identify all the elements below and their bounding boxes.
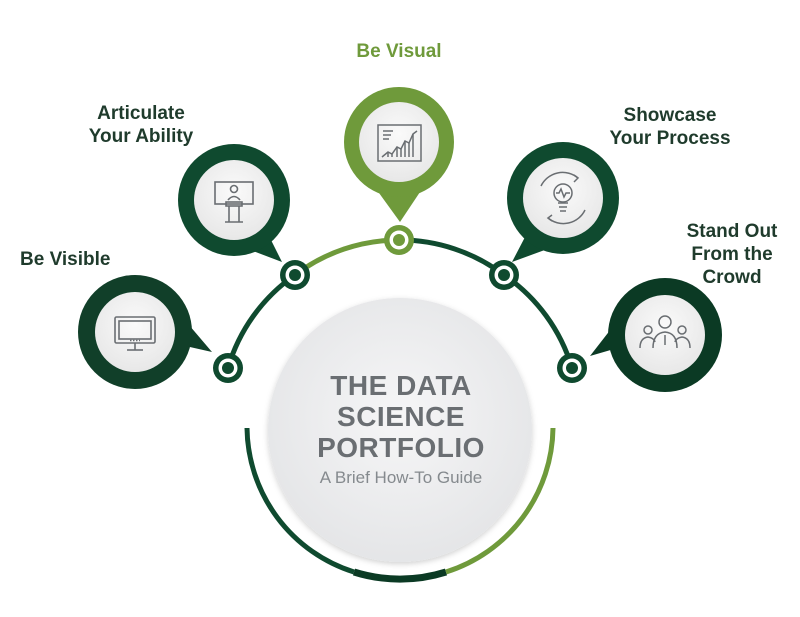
label-line: Be Visible <box>20 249 111 270</box>
label-line: Stand Out <box>686 221 778 242</box>
outer-ring <box>244 427 556 583</box>
arc-segment-2 <box>293 237 400 277</box>
label-line: Showcase <box>623 105 717 126</box>
bubble-articulate <box>178 144 290 262</box>
label-line: Articulate <box>97 103 185 124</box>
line-chart-board-icon <box>377 124 422 162</box>
presenter-podium-icon <box>214 181 254 223</box>
node-dot-2 <box>280 260 310 290</box>
node-dot-1 <box>213 353 243 383</box>
outer-arc-left <box>244 427 355 575</box>
outer-arc-bottom <box>352 568 448 583</box>
arc-segment-3 <box>398 237 506 277</box>
bubble-be-visual <box>344 87 454 222</box>
label-line: Your Ability <box>88 126 194 147</box>
node-dot-5 <box>557 353 587 383</box>
label-line: Be Visual <box>356 41 442 62</box>
arc-segment-4 <box>502 272 575 369</box>
arc-segment-1 <box>225 272 297 369</box>
label-line: Crowd <box>702 267 762 288</box>
center-title-line: THE DATA <box>330 370 472 401</box>
label-stand-out: Stand Out From the Crowd <box>676 220 788 289</box>
bubble-stand-out <box>590 278 722 392</box>
label-line: From the <box>691 244 773 265</box>
bubble-showcase <box>507 142 619 262</box>
center-circle <box>268 298 532 562</box>
node-dot-3 <box>384 225 414 255</box>
crowd-people-icon <box>639 315 691 349</box>
label-line: Your Process <box>609 128 731 149</box>
label-showcase: Showcase Your Process <box>600 104 740 150</box>
bubble-be-visible <box>78 275 212 389</box>
center-title-line: SCIENCE <box>337 401 465 432</box>
label-be-visual: Be Visual <box>340 40 458 63</box>
center-subtitle: A Brief How-To Guide <box>319 468 483 487</box>
lightbulb-cycle-icon <box>540 171 586 225</box>
node-dot-4 <box>489 260 519 290</box>
label-articulate: Articulate Your Ability <box>80 102 202 148</box>
monitor-icon <box>114 316 156 351</box>
outer-arc-right <box>445 427 556 575</box>
label-be-visible: Be Visible <box>20 248 110 271</box>
center-title: THE DATA SCIENCE PORTFOLIO <box>286 370 516 463</box>
center-title-line: PORTFOLIO <box>317 432 485 463</box>
node-dots <box>213 225 587 383</box>
